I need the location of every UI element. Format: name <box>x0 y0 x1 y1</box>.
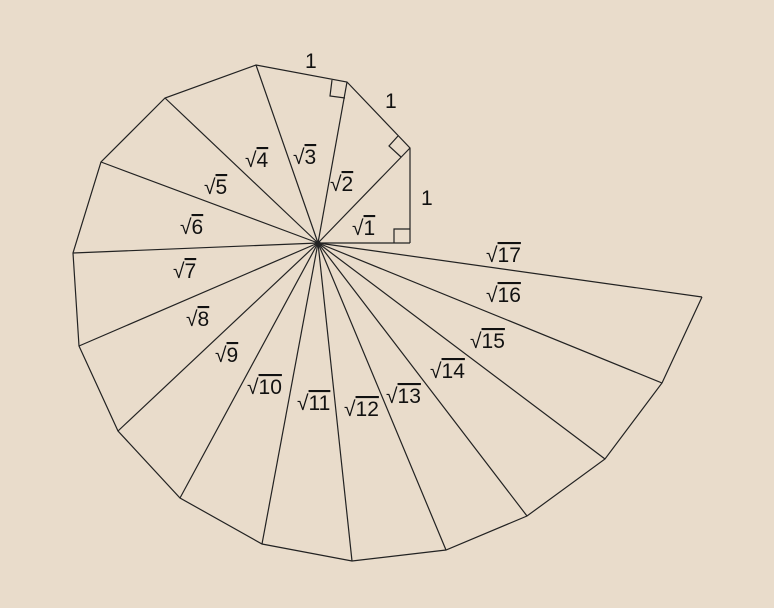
label-sqrt-4: √4 <box>245 149 269 172</box>
label-sqrt-1: √1 <box>352 217 375 240</box>
spoke <box>317 242 663 384</box>
spoke <box>317 242 528 517</box>
label-sqrt-17: √17 <box>486 244 521 267</box>
label-sqrt-2: √2 <box>330 173 353 196</box>
side-label: 1 <box>385 90 397 113</box>
spoke <box>317 242 606 460</box>
label-sqrt-6: √6 <box>180 216 203 239</box>
label-sqrt-14: √14 <box>430 360 465 383</box>
label-sqrt-5: √5 <box>204 176 227 199</box>
spoke <box>164 97 319 244</box>
spoke <box>255 64 319 244</box>
label-sqrt-12: √12 <box>344 398 379 421</box>
right-angle-marker <box>329 79 346 99</box>
spoke <box>261 242 319 545</box>
label-sqrt-3: √3 <box>293 146 316 169</box>
label-sqrt-8: √8 <box>186 308 209 331</box>
center-point <box>315 240 321 246</box>
right-angle-marker <box>393 228 410 243</box>
spoke <box>317 147 411 244</box>
side-label: 1 <box>421 187 433 210</box>
spoke <box>317 242 353 562</box>
side-label: 1 <box>305 50 317 73</box>
outer-edges <box>72 64 703 562</box>
label-sqrt-16: √16 <box>486 284 521 307</box>
spoke <box>117 242 319 432</box>
side-labels: 1 1 1 <box>305 50 433 210</box>
label-sqrt-10: √10 <box>247 376 282 399</box>
spoke <box>317 242 703 298</box>
hypotenuse-labels: √1 √2 √3 √4 √5 √6 √7 √8 √9 √10 √11 √12 √… <box>173 146 521 421</box>
spoke <box>317 81 348 244</box>
spoke <box>317 242 447 551</box>
label-sqrt-11: √11 <box>297 392 330 415</box>
right-angle-marker <box>388 135 402 158</box>
label-sqrt-13: √13 <box>386 385 421 408</box>
spoke <box>72 242 319 254</box>
label-sqrt-15: √15 <box>470 330 505 353</box>
label-sqrt-9: √9 <box>215 344 238 367</box>
right-angle-markers <box>329 79 410 243</box>
spoke <box>100 161 319 244</box>
spoke <box>78 242 319 347</box>
spoke <box>179 242 319 499</box>
label-sqrt-7: √7 <box>173 260 196 283</box>
spokes <box>72 64 703 562</box>
